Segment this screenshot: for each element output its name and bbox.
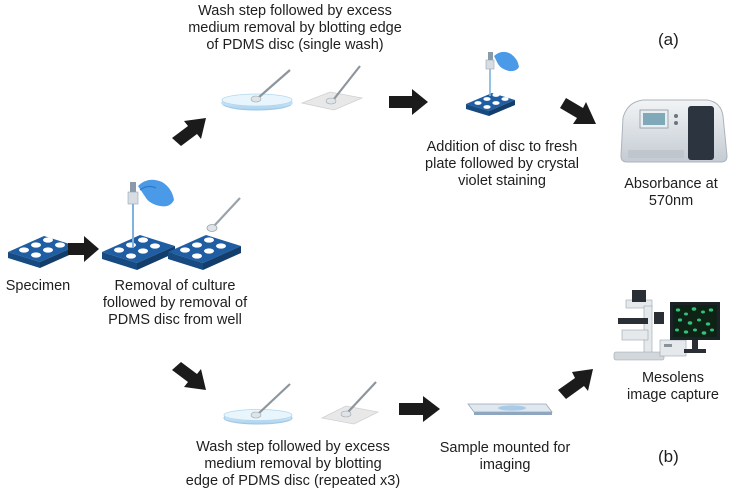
panel-tag-a: (a) (658, 30, 679, 49)
arrow-up-right (172, 118, 206, 146)
microscope-icon (613, 290, 687, 361)
arrow-right-1 (68, 236, 99, 262)
arrow-up-right-bottom (558, 369, 593, 399)
pipette-plate-icon (102, 179, 175, 270)
petri-dish-top-icon (221, 69, 293, 111)
specimen-plate-icon (8, 236, 76, 268)
label-wash-single: Wash step followed by excess medium remo… (188, 3, 402, 53)
label-absorbance: Absorbance at 570nm (624, 176, 718, 209)
blotting-paper-top-icon (300, 65, 364, 111)
label-wash-repeat: Wash step followed by excess medium remo… (185, 439, 401, 489)
arrow-down-right-top (560, 98, 596, 124)
monitor-icon (670, 302, 720, 353)
arrow-right-top-1 (389, 89, 428, 115)
staining-plate-icon (466, 51, 519, 116)
microscope-slide-icon (467, 403, 553, 415)
petri-dish-bottom-icon (223, 383, 293, 425)
label-specimen: Specimen (5, 278, 71, 294)
label-sample-mounted: Sample mounted for imaging (439, 440, 571, 473)
spectrophotometer-icon (620, 99, 728, 163)
blotting-paper-bottom-icon (320, 381, 380, 425)
panel-tag-b: (b) (658, 447, 679, 466)
label-addition-staining: Addition of disc to fresh plate followed… (425, 139, 579, 189)
arrow-down-right (172, 362, 206, 390)
label-mesolens: Mesolens image capture (627, 370, 719, 403)
label-removal-step: Removal of culture followed by removal o… (102, 278, 248, 328)
arrow-right-bottom-1 (399, 396, 440, 422)
plate-spatula-icon (168, 197, 241, 270)
